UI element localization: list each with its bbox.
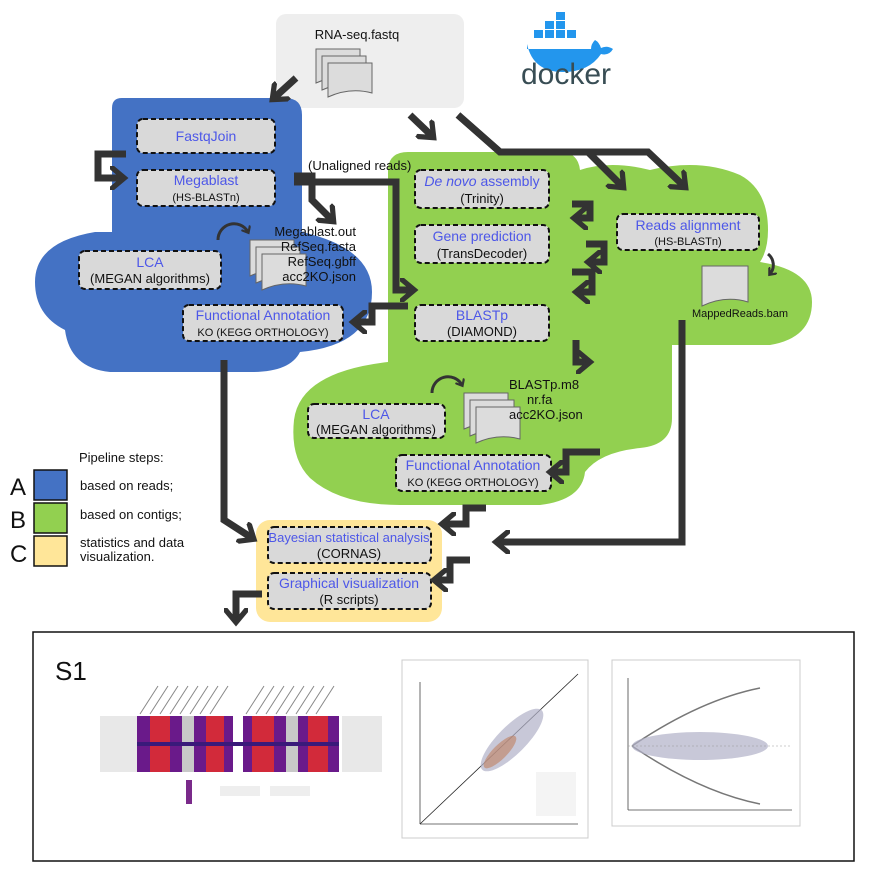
legend-letter-a: A [10, 474, 26, 501]
blastp-sub: (DIAMOND) [447, 324, 517, 339]
legend-text-c2: visualization. [80, 549, 154, 564]
gene-prediction-sub: (TransDecoder) [437, 246, 528, 261]
green-func-sub: KO (KEGG ORTHOLOGY) [407, 477, 538, 489]
blue-file-0: Megablast.out [274, 224, 356, 239]
s1-label: S1 [55, 656, 87, 686]
legend-text-a: based on reads; [80, 478, 173, 493]
bam-file-label: MappedReads.bam [692, 308, 788, 320]
megablast-sub: (HS-BLASTn) [172, 192, 239, 204]
denovo-title: De novo assembly [424, 173, 539, 189]
legend-swatch-a [33, 469, 68, 501]
blue-lca-sub: (MEGAN algorithms) [90, 271, 210, 286]
bayesian-sub: (CORNAS) [317, 546, 381, 561]
ma-plot-thumbnail [611, 659, 801, 827]
bayesian-box [267, 526, 432, 564]
legend-swatch-c [33, 535, 68, 567]
input-document-stack-icon [315, 48, 373, 98]
graphical-title: Graphical visualization [279, 575, 419, 591]
blue-file-1: RefSeq.fasta [281, 239, 357, 254]
megablast-box [136, 169, 276, 207]
unaligned-reads-label: (Unaligned reads) [308, 158, 411, 173]
green-file-1: nr.fa [527, 392, 553, 407]
green-lca-title: LCA [362, 406, 390, 422]
green-lca-sub: (MEGAN algorithms) [316, 422, 436, 437]
denovo-box [414, 169, 550, 209]
blastp-box [414, 304, 550, 342]
legend-text-b: based on contigs; [80, 507, 182, 522]
reads-alignment-box [616, 213, 760, 251]
blue-document-stack-icon [249, 239, 307, 291]
green-func-title: Functional Annotation [406, 457, 541, 473]
green-cloud-contigs [293, 152, 812, 505]
docker-whale-icon [527, 12, 613, 72]
fastqjoin-title: FastqJoin [176, 128, 237, 144]
blue-lca-box [78, 250, 222, 290]
blastp-title: BLASTp [456, 307, 508, 323]
blue-file-3: acc2KO.json [282, 269, 356, 284]
green-lca-box [307, 403, 446, 439]
green-circular-arrow-icon [430, 375, 462, 394]
legend-letter-c: C [10, 541, 27, 568]
blue-lca-title: LCA [136, 254, 164, 270]
legend-swatch-b [33, 502, 68, 534]
fastqjoin-box [136, 118, 276, 154]
blue-func-sub: KO (KEGG ORTHOLOGY) [197, 327, 328, 339]
megablast-title: Megablast [174, 172, 239, 188]
graphical-sub: (R scripts) [319, 592, 378, 607]
reads-alignment-title: Reads alignment [635, 217, 740, 233]
denovo-sub: (Trinity) [460, 191, 504, 206]
flow-arrows [94, 75, 684, 620]
legend: Pipeline steps: A based on reads; B base… [10, 450, 185, 568]
bam-document-icon [701, 265, 749, 307]
heatmap-thumbnail [100, 685, 382, 804]
gene-prediction-box [414, 224, 550, 264]
green-document-stack-icon [463, 392, 521, 444]
bam-circular-arrow-icon [766, 252, 773, 274]
reads-alignment-sub: (HS-BLASTn) [654, 236, 721, 248]
green-file-0: BLASTp.m8 [509, 377, 579, 392]
input-file-label: RNA-seq.fastq [315, 27, 400, 42]
blue-circular-arrow-icon [216, 222, 248, 241]
green-file-2: acc2KO.json [509, 407, 583, 422]
scatter-thumbnail [401, 659, 589, 839]
bayesian-title: Bayesian statistical analysis [268, 530, 430, 545]
blue-file-2: RefSeq.gbff [288, 254, 357, 269]
legend-letter-b: B [10, 507, 26, 534]
legend-text-c: statistics and data [80, 535, 185, 550]
blue-func-title: Functional Annotation [196, 307, 331, 323]
docker-label: docker [521, 58, 611, 91]
legend-heading: Pipeline steps: [79, 450, 164, 465]
blue-func-box [182, 304, 344, 342]
gene-prediction-title: Gene prediction [433, 228, 532, 244]
